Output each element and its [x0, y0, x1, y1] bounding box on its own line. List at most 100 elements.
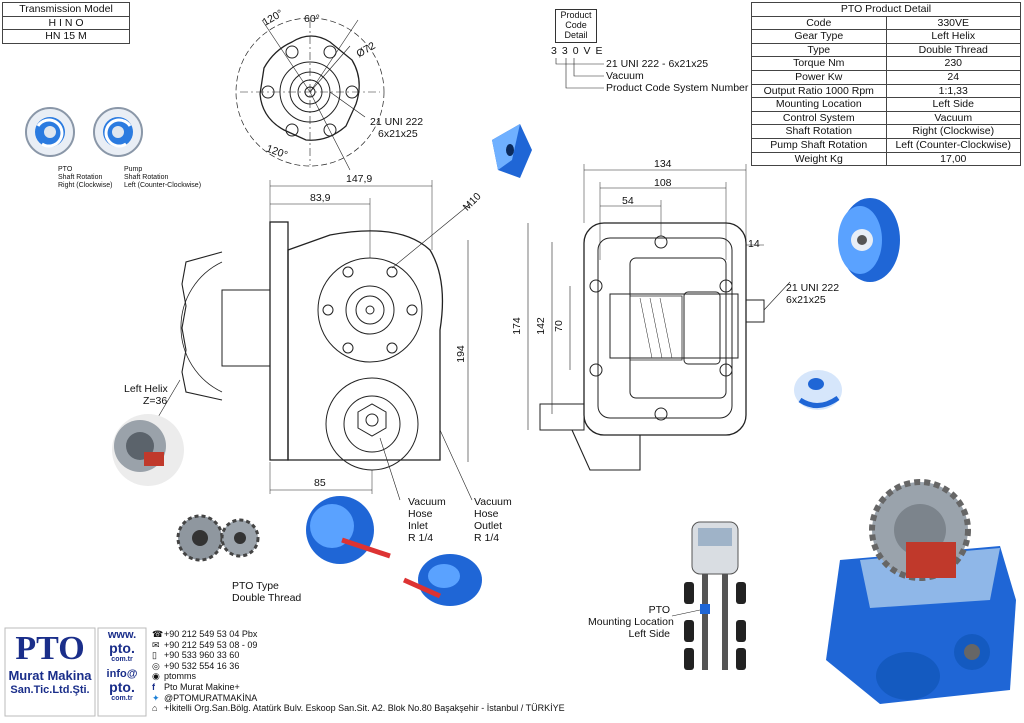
code-char: 3: [561, 45, 573, 57]
detail-label: Code: [751, 15, 887, 31]
dim-194: 194: [454, 345, 467, 363]
detail-value: 1:1,33: [885, 83, 1021, 99]
caption-line: PTO: [58, 166, 73, 173]
gear-photo: [112, 414, 184, 486]
pto-rotation-caption: PTO Shaft Rotation Right (Clockwise): [58, 166, 112, 190]
flange-spline-1: 21 UNI 222: [370, 116, 424, 128]
code-char: V: [583, 45, 596, 57]
detail-label: Weight Kg: [751, 151, 887, 167]
vacuum-inlet-label: Vacuum Hose Inlet R 1/4: [408, 496, 446, 544]
dim-174: 174: [510, 317, 523, 335]
logo-line-2: San.Tic.Ltd.Şti.: [10, 684, 90, 696]
pto-type-label: PTO Type Double Thread: [232, 580, 301, 604]
web-line: com.tr: [111, 656, 133, 663]
bolt-hole-photo: [492, 124, 532, 178]
dim-70: 70: [552, 320, 565, 332]
contact-list: ☎+90 212 549 53 04 Pbx ✉+90 212 549 53 0…: [152, 629, 565, 714]
flange-spline-2: 6x21x25: [378, 128, 418, 140]
contact-text[interactable]: @PTOMURATMAKİNA: [164, 692, 258, 703]
pto-rotation-icon: [25, 107, 75, 157]
caption-line: Shaft Rotation: [58, 174, 103, 181]
contact-text[interactable]: +90 212 549 53 04 Pbx: [164, 629, 258, 639]
caption-line: Shaft Rotation: [124, 174, 169, 181]
label-line: PTO: [648, 604, 670, 616]
label-line: Double Thread: [232, 592, 302, 604]
label-line: Inlet: [408, 520, 428, 532]
pump-rotation-caption: Pump Shaft Rotation Left (Counter-Clockw…: [124, 166, 201, 190]
gear-label-helix: Left Helix: [124, 383, 168, 395]
contact-item: f Pto Murat Makine+: [152, 682, 565, 693]
facebook-icon: f: [152, 681, 155, 692]
company-logo: PTO Murat Makina San.Tic.Ltd.Şti.: [6, 630, 94, 697]
front-spline-1: 21 UNI 222: [786, 282, 840, 294]
contact-text[interactable]: ptomms: [164, 671, 197, 682]
flange-top-view: [235, 17, 385, 171]
product-code-chars: 330VE: [551, 45, 608, 57]
label-line: Hose: [474, 508, 499, 520]
phone-icon: ☎: [152, 629, 164, 639]
logo-frame: [4, 627, 96, 717]
web-line: www.: [107, 629, 137, 641]
product-code-box: Product Code Detail: [555, 9, 597, 43]
pump-rotation-icon: [93, 107, 143, 157]
product-code-title-2: Code: [565, 20, 587, 30]
contact-text[interactable]: Pto Murat Makine+: [164, 681, 240, 692]
code-char: 3: [551, 45, 562, 57]
mail-line: pto.: [109, 679, 135, 695]
contact-item: ▯+90 533 960 33 60: [152, 650, 565, 661]
caption-line: Right (Clockwise): [58, 182, 113, 189]
contact-item: ◉ptomms: [152, 671, 565, 682]
double-thread-gears-photo: [176, 514, 260, 562]
contact-text[interactable]: +İkitelli Org.San.Bölg. Atatürk Bulv. Es…: [164, 703, 565, 714]
code-char: E: [595, 45, 608, 57]
dim-54: 54: [622, 195, 634, 207]
vacuum-port-photo: [794, 370, 842, 410]
angle-top: 60°: [304, 13, 320, 25]
label-line: Hose: [408, 508, 433, 520]
detail-value: Double Thread: [885, 42, 1021, 58]
label-line: Mounting Location: [588, 616, 674, 628]
mail-line: info@: [106, 668, 138, 680]
label-line: Left Side: [628, 628, 670, 640]
side-view: [153, 180, 473, 501]
contact-text[interactable]: +90 212 549 53 08 - 09: [164, 639, 258, 650]
pto-product-photo: [826, 479, 1016, 704]
dim-134: 134: [654, 158, 672, 170]
label-line: Outlet: [474, 520, 503, 532]
contact-item: ⌂ +İkitelli Org.San.Bölg. Atatürk Bulv. E…: [152, 703, 565, 714]
mail-line: com.tr: [111, 695, 133, 702]
label-line: Vacuum: [474, 496, 512, 508]
twitter-icon: ✦: [152, 692, 160, 703]
transmission-model-table: Transmission Model H I N O HN 15 M: [2, 2, 130, 44]
code-legend-vacuum: Vacuum: [606, 70, 644, 82]
detail-label: Mounting Location: [751, 97, 887, 112]
code-legend-spline: 21 UNI 222 - 6x21x25: [606, 58, 709, 70]
mounting-location-label: PTO Mounting Location Left Side: [588, 604, 674, 640]
logo-pto-text: PTO: [15, 630, 85, 667]
whatsapp-icon: ◎: [152, 660, 160, 671]
code-char: 0: [572, 45, 584, 57]
dim-14: 14: [748, 238, 760, 250]
front-spline-2: 6x21x25: [786, 294, 826, 306]
contact-item: ✉+90 212 549 53 08 - 09: [152, 640, 565, 651]
location-icon: ⌂: [152, 703, 158, 714]
label-line: PTO Type: [232, 580, 279, 592]
label-line: R 1/4: [408, 532, 434, 544]
transmission-model: HN 15 M: [2, 29, 130, 44]
contact-text[interactable]: +90 532 554 16 36: [164, 660, 240, 671]
caption-line: Left (Counter-Clockwise): [124, 182, 202, 189]
vacuum-outlet-label: Vacuum Hose Outlet R 1/4: [474, 496, 512, 544]
logo-line-1: Murat Makina: [8, 668, 92, 683]
dim-147-9: 147,9: [346, 173, 373, 185]
dim-83-9: 83,9: [310, 192, 331, 204]
flange-photo: [838, 198, 900, 282]
contact-text[interactable]: +90 533 960 33 60: [164, 650, 240, 661]
contact-item: ◎ +90 532 554 16 36: [152, 661, 565, 672]
